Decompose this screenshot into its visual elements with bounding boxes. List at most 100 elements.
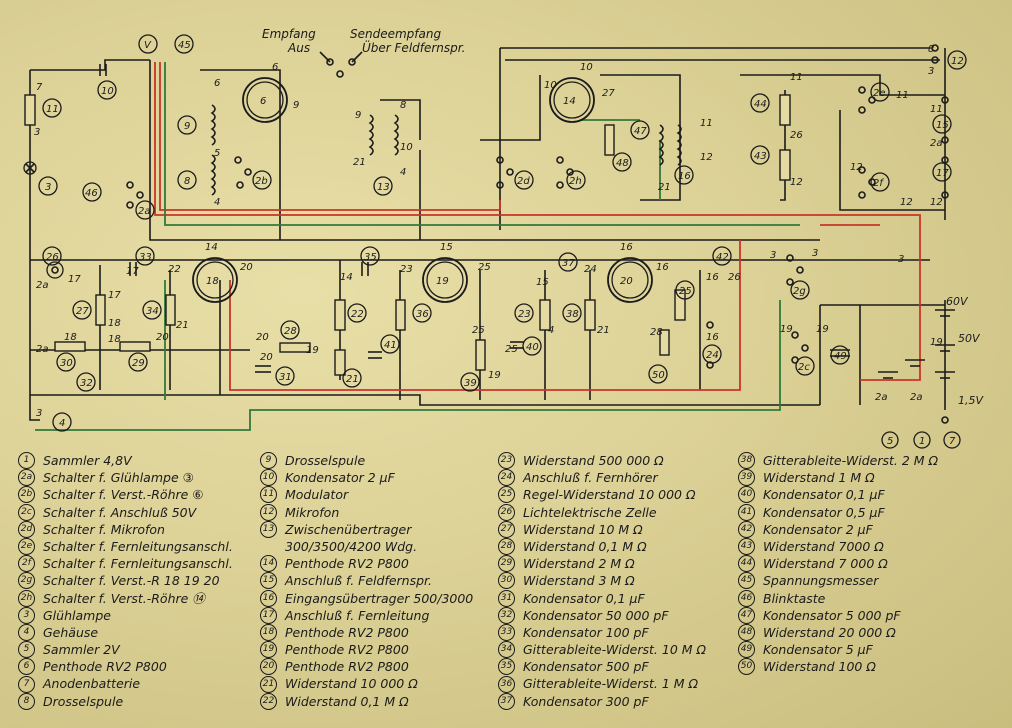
svg-text:48: 48 [616, 158, 629, 169]
svg-text:30: 30 [60, 358, 73, 369]
svg-text:4: 4 [400, 167, 406, 178]
legend-number: 26 [498, 503, 515, 521]
svg-text:11: 11 [46, 104, 59, 115]
legend-number: 22 [260, 692, 277, 710]
legend-number: 3 [18, 606, 35, 624]
legend-number: 48 [738, 623, 755, 641]
svg-text:14: 14 [205, 242, 218, 253]
legend-text: 300/3500/4200 Wdg. [285, 538, 418, 554]
legend-text: Glühlampe [43, 607, 111, 623]
svg-text:2a: 2a [36, 344, 49, 355]
legend-text: Mikrofon [285, 504, 340, 520]
svg-text:14: 14 [340, 272, 353, 283]
legend-number: 1 [18, 452, 35, 470]
legend-text: Penthode RV2 P800 [285, 556, 409, 572]
legend-number: 5 [18, 641, 35, 659]
svg-text:35: 35 [364, 252, 377, 263]
legend-number: 8 [18, 692, 35, 710]
svg-text:41: 41 [384, 340, 397, 351]
svg-text:18: 18 [206, 276, 219, 287]
svg-text:9: 9 [184, 121, 190, 132]
legend-number: 18 [260, 623, 277, 641]
svg-text:44: 44 [754, 99, 767, 110]
legend-number: 45 [738, 572, 755, 590]
legend-text: Kondensator 2 µF [285, 470, 395, 486]
svg-text:2h: 2h [569, 176, 582, 187]
legend-text: Penthode RV2 P800 [285, 659, 409, 675]
legend-text: Kondensator 0,1 µF [763, 487, 885, 503]
legend-number: 39 [738, 469, 755, 487]
svg-text:3: 3 [34, 127, 40, 138]
svg-text:18: 18 [108, 318, 121, 329]
svg-text:13: 13 [377, 182, 390, 193]
legend-text: Anodenbatterie [43, 676, 141, 692]
legend-text: Widerstand 0,1 M Ω [285, 693, 409, 709]
legend-text: Widerstand 10 M Ω [523, 521, 643, 537]
legend-number: 34 [498, 641, 515, 659]
svg-text:21: 21 [353, 157, 366, 168]
svg-text:2g: 2g [793, 286, 806, 297]
svg-text:50: 50 [652, 370, 665, 381]
header-aus: Aus [287, 41, 310, 55]
legend-text: Kondensator 2 µF [763, 521, 873, 537]
legend-text: Regel-Widerstand 10 000 Ω [523, 487, 696, 503]
svg-text:8: 8 [400, 100, 406, 111]
svg-text:25: 25 [472, 325, 485, 336]
svg-text:2a: 2a [930, 138, 943, 149]
legend-number: 2e [18, 538, 35, 556]
svg-text:2e: 2e [873, 88, 886, 99]
svg-text:7: 7 [949, 436, 956, 447]
tube-14: 14 [549, 77, 595, 123]
switch-contacts [126, 44, 949, 424]
svg-text:2a: 2a [875, 392, 888, 403]
svg-text:33: 33 [139, 252, 152, 263]
legend-text: Widerstand 100 Ω [763, 659, 876, 675]
svg-text:26: 26 [46, 252, 59, 263]
legend-item: 3 Glühlampe [18, 606, 233, 624]
svg-text:20: 20 [260, 352, 273, 363]
voltage-15v: 1,5V [958, 394, 984, 407]
legend-item: 1 Sammler 4,8V [18, 452, 233, 470]
legend-text: Widerstand 7 000 Ω [763, 556, 888, 572]
svg-text:2f: 2f [873, 178, 884, 189]
legend-number: 15 [260, 572, 277, 590]
svg-text:46: 46 [85, 188, 98, 199]
svg-text:16: 16 [706, 272, 719, 283]
legend-text: Kondensator 0,5 µF [763, 504, 885, 520]
svg-text:5: 5 [887, 436, 893, 447]
svg-text:10: 10 [580, 62, 593, 73]
legend-text: Widerstand 20 000 Ω [763, 624, 896, 640]
svg-text:20: 20 [156, 332, 169, 343]
legend-text: Schalter f. Verst.-Röhre ⑭ [43, 590, 205, 606]
svg-text:5: 5 [214, 148, 220, 159]
legend-text: Widerstand 500 000 Ω [523, 453, 664, 468]
voltage-50v: 50V [958, 332, 981, 345]
mode-switch [319, 51, 363, 78]
legend-text: Anschluß f. Fernhörer [523, 470, 658, 486]
legend-text: Anschluß f. Fernleitung [285, 607, 430, 623]
legend-number: 19 [260, 641, 277, 659]
legend-number: 47 [738, 606, 755, 624]
legend-number: 44 [738, 555, 755, 573]
legend-text: Blinktaste [763, 590, 826, 606]
legend-number: 35 [498, 658, 515, 676]
svg-text:9: 9 [355, 110, 361, 121]
legend-number: 23 [498, 452, 515, 470]
legend-text: Sammler 4,8V [43, 453, 132, 468]
header-ueber-feldfernspr: Über Feldfernspr. [362, 39, 465, 55]
legend-text: Schalter f. Verst.-R 18 19 20 [43, 573, 220, 589]
